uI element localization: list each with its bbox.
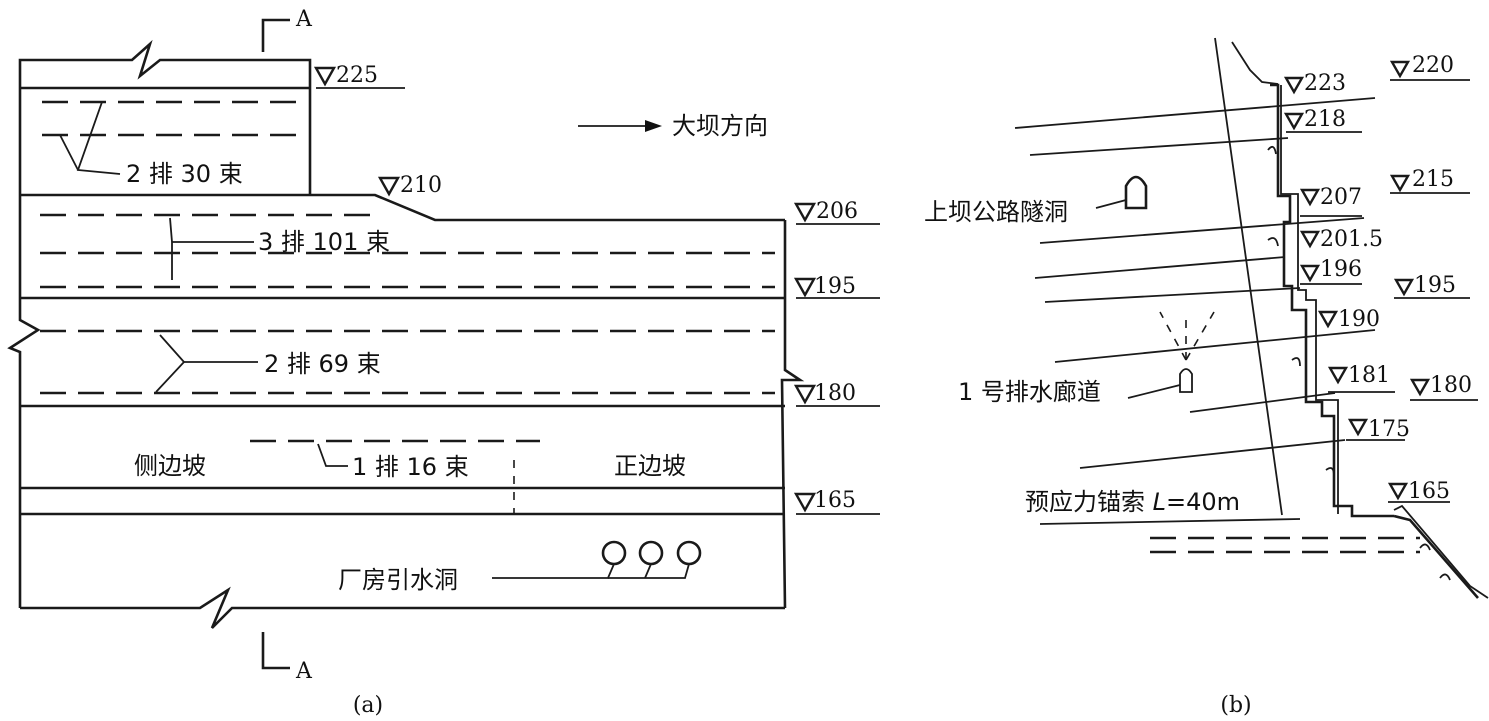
rock-bedding-lines	[1014, 97, 1376, 525]
drain-gallery-label: 1 号排水廊道	[958, 378, 1101, 406]
svg-text:201.5: 201.5	[1320, 227, 1383, 252]
anchor-group-3-label: 2 排 69 束	[264, 350, 381, 378]
svg-text:180: 180	[814, 381, 856, 406]
anchor-group-4-label: 1 排 16 束	[352, 453, 469, 481]
elev-190: 190	[1317, 307, 1380, 332]
svg-text:206: 206	[816, 199, 858, 224]
svg-text:196: 196	[1320, 257, 1362, 282]
elev-180: 180	[793, 381, 880, 407]
elev-180: 180	[1409, 373, 1478, 401]
svg-text:207: 207	[1320, 185, 1362, 210]
elev-206: 206	[793, 199, 880, 225]
section-mark-top-label: A	[295, 7, 313, 32]
panel-b: 上坝公路隧洞 1 号排水廊道 预应力锚索 L=40m 223 220 218 2…	[924, 37, 1489, 718]
anchor-group-2-label: 3 排 101 束	[258, 228, 390, 256]
anchor-group-labels: 2 排 30 束 3 排 101 束 2 排 69 束 1 排 16 束 侧边坡…	[59, 101, 686, 481]
prestressed-cable-label: 预应力锚索 L=40m	[1025, 488, 1240, 516]
elev-201-5: 201.5	[1299, 227, 1383, 252]
svg-text:215: 215	[1412, 167, 1454, 192]
elev-165: 165	[793, 488, 880, 515]
section-mark-bottom-label: A	[295, 659, 313, 684]
dam-direction-arrow: 大坝方向	[578, 112, 768, 140]
road-tunnel: 上坝公路隧洞	[924, 175, 1148, 226]
side-slope-label: 侧边坡	[134, 452, 206, 480]
elev-210: 210	[377, 173, 442, 198]
svg-text:165: 165	[814, 488, 856, 513]
elev-225: 225	[313, 63, 405, 89]
elevation-marks-b: 223 220 218 215 207 201.5 196 195 190 18…	[1283, 53, 1478, 504]
svg-text:181: 181	[1348, 363, 1390, 388]
powerhouse-intake-tunnels: 厂房引水洞	[338, 540, 702, 594]
elev-218: 218	[1283, 107, 1362, 133]
svg-text:225: 225	[336, 63, 378, 88]
panel-a: A	[7, 7, 880, 718]
upper-block	[18, 39, 312, 195]
elevation-marks-a: 225 210 206 195 180	[313, 63, 880, 515]
elev-223: 223	[1283, 71, 1346, 96]
caption-a: (a)	[353, 693, 383, 718]
elev-215: 215	[1389, 167, 1470, 194]
svg-text:223: 223	[1304, 71, 1346, 96]
svg-text:190: 190	[1338, 307, 1380, 332]
caption-b: (b)	[1220, 693, 1251, 718]
anchor-group-1-label: 2 排 30 束	[126, 160, 243, 188]
svg-text:180: 180	[1430, 373, 1472, 398]
elev-165-b: 165	[1387, 479, 1450, 504]
svg-text:165: 165	[1408, 479, 1450, 504]
svg-text:195: 195	[814, 274, 856, 299]
svg-text:195: 195	[1414, 273, 1456, 298]
dam-direction-label: 大坝方向	[672, 112, 768, 140]
svg-text:175: 175	[1368, 417, 1410, 442]
elev-181: 181	[1327, 363, 1395, 393]
elev-207: 207	[1299, 185, 1362, 217]
slope-body	[7, 193, 805, 629]
svg-text:220: 220	[1412, 53, 1454, 78]
elev-175: 175	[1346, 417, 1410, 442]
svg-text:218: 218	[1304, 107, 1346, 132]
tunnel-label: 厂房引水洞	[338, 566, 458, 594]
front-slope-label: 正边坡	[614, 452, 686, 480]
drainage-gallery: 1 号排水廊道	[958, 311, 1215, 406]
section-mark-bottom: A	[261, 632, 313, 684]
road-tunnel-label: 上坝公路隧洞	[924, 198, 1068, 226]
elev-195: 195	[793, 274, 880, 299]
svg-text:210: 210	[400, 173, 442, 198]
section-mark-top: A	[261, 7, 313, 52]
elev-196: 196	[1299, 257, 1362, 285]
elev-220: 220	[1389, 53, 1470, 81]
excavation-profile	[1267, 83, 1489, 599]
elev-195: 195	[1393, 273, 1470, 299]
